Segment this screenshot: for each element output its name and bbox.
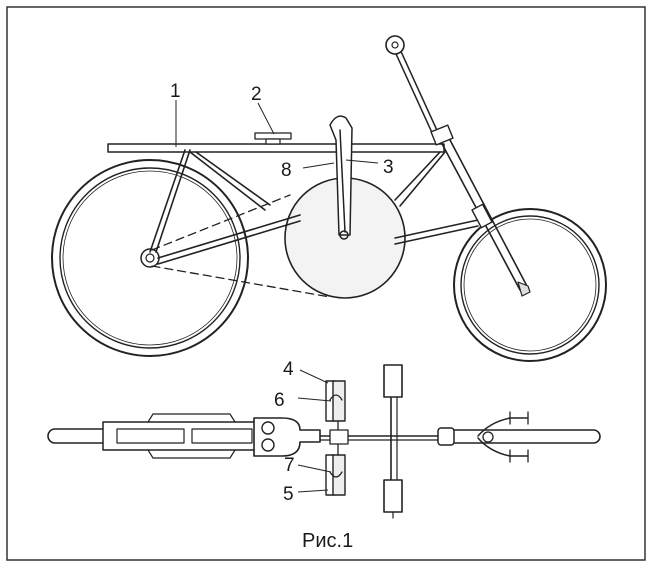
hand-grip-lower [383,479,403,513]
top-view [47,364,601,519]
side-view [51,35,607,362]
label-2: 2 [251,84,262,105]
label-7: 7 [284,455,295,476]
pedal-lever [329,115,353,240]
chain-lines [151,194,331,298]
front-tyre-top [439,429,601,444]
luggage-rack [107,143,445,153]
leaders-top [297,369,332,493]
frame-tubes [149,35,531,297]
figure-caption: Рис.1 [302,530,353,552]
hand-grip-upper [383,364,403,398]
leaders-side [175,100,379,169]
label-8: 8 [281,160,292,181]
label-3: 3 [383,157,394,178]
label-1: 1 [170,81,181,102]
seat [254,132,292,145]
label-4: 4 [283,359,294,380]
rear-wheel [51,159,249,357]
label-5: 5 [283,484,294,505]
label-6: 6 [274,390,285,411]
figure-border [6,6,646,561]
front-wheel [453,208,607,362]
seat-top [253,417,321,457]
